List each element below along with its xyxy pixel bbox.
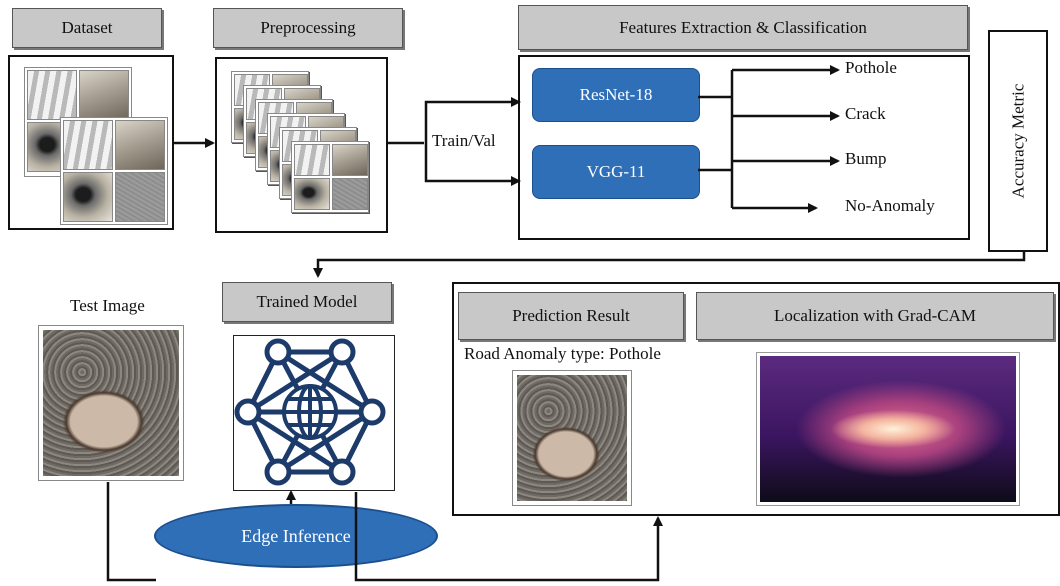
class-crack: Crack (845, 104, 886, 123)
edge-inference-label: Edge Inference (241, 525, 351, 546)
vgg-11-model: VGG-11 (532, 145, 700, 199)
dataset-front-crack (63, 172, 113, 222)
features-header-label: Features Extraction & Classification (619, 17, 867, 37)
globe-icon (282, 384, 338, 440)
trained-model-header: Trained Model (222, 282, 392, 322)
dataset-header-label: Dataset (61, 18, 113, 37)
dataset-front-road (115, 120, 165, 170)
arrow-to-resnet (424, 97, 521, 143)
dataset-front-asphalt (115, 172, 165, 222)
train-val-label: Train/Val (432, 131, 496, 150)
preprocessing-header-label: Preprocessing (260, 18, 356, 37)
neural-network-icon (234, 338, 386, 486)
preprocessing-header: Preprocessing (213, 8, 403, 48)
trained-model-header-label: Trained Model (256, 292, 358, 311)
edge-inference-ellipse: Edge Inference (154, 504, 438, 568)
line-test-to-edge (106, 482, 156, 582)
test-image (38, 325, 184, 481)
vgg-label: VGG-11 (586, 162, 646, 181)
class-no-anomaly: No-Anomaly (845, 196, 935, 215)
test-image-label: Test Image (70, 296, 145, 315)
features-header: Features Extraction & Classification (518, 5, 968, 50)
localization-header: Localization with Grad-CAM (696, 292, 1054, 340)
resnet-label: ResNet-18 (579, 85, 653, 104)
accuracy-metric-box: Accuracy Metric (988, 30, 1048, 252)
prediction-result-header-label: Prediction Result (512, 306, 630, 325)
arrow-to-vgg (424, 143, 521, 186)
prediction-image (512, 370, 632, 506)
arrow-accuracy-to-model (313, 252, 1026, 278)
class-pothole: Pothole (845, 58, 897, 77)
anomaly-type-label: Road Anomaly type: Pothole (464, 344, 661, 363)
localization-header-label: Localization with Grad-CAM (773, 306, 977, 325)
resnet-18-model: ResNet-18 (532, 68, 700, 122)
arrow-model-to-result (354, 492, 663, 582)
class-bump: Bump (845, 149, 887, 168)
dataset-header: Dataset (12, 8, 162, 48)
dataset-front-zebra (63, 120, 113, 170)
dataset-image-front (60, 117, 168, 225)
dataset-panel (8, 55, 174, 230)
dataset-thumb-zebra (27, 70, 77, 120)
trained-model-panel (233, 335, 395, 491)
preprocessing-panel (215, 57, 388, 233)
grad-cam-heatmap (756, 352, 1020, 506)
prediction-result-header: Prediction Result (458, 292, 684, 340)
preprocessed-image-card (291, 141, 369, 213)
